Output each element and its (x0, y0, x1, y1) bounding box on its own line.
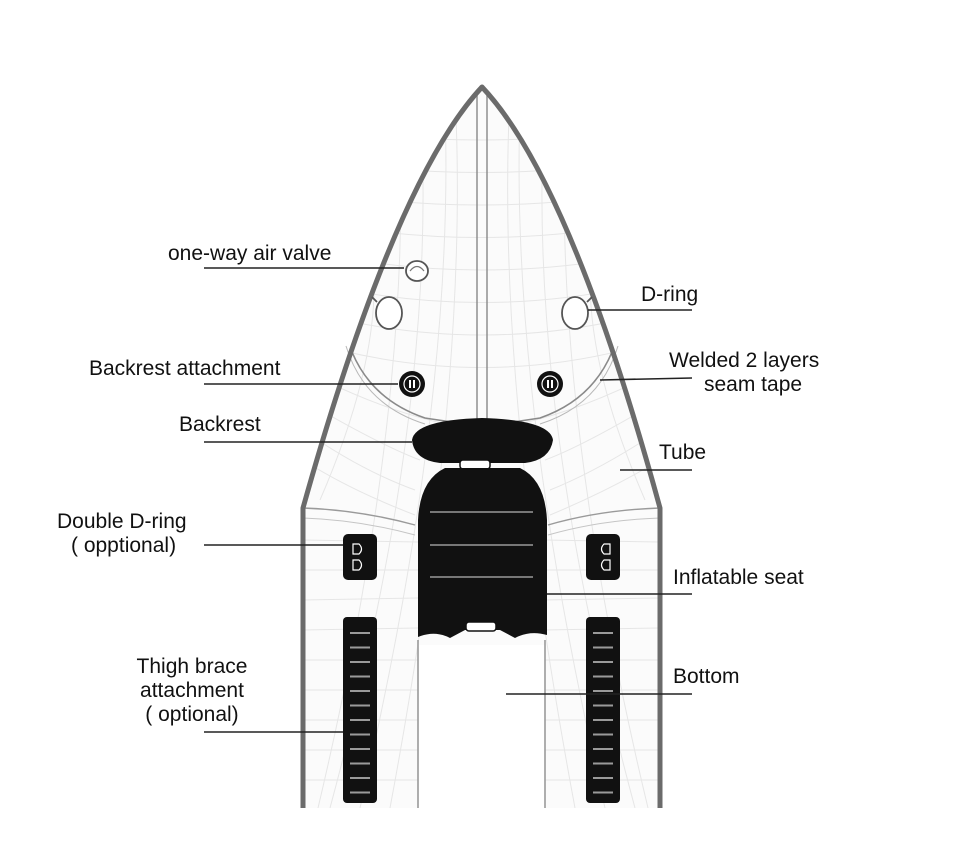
side-seam-left (302, 507, 416, 526)
side-seam-right (547, 507, 661, 526)
backrest-attachment-left-icon (399, 371, 425, 397)
backrest-shape (412, 418, 553, 463)
thigh-brace-right-icon (586, 617, 620, 803)
attach-left-bar1 (409, 380, 411, 388)
attach-right-bar2 (551, 380, 553, 388)
thigh-brace-right-ribs (593, 632, 613, 794)
label-backrest-attachment: Backrest attachment (89, 357, 281, 380)
d-ring-left-icon (375, 296, 403, 330)
label-tube: Tube (659, 441, 707, 464)
thigh-brace-left-icon (343, 617, 377, 803)
side-seam-left-2 (302, 517, 416, 536)
backrest-buckle (459, 459, 491, 470)
backrest-attachment-right-ring (541, 375, 559, 393)
label-backrest: Backrest (179, 413, 261, 436)
double-d-ring-right-d2 (600, 559, 611, 571)
label-thigh-brace-1: Thigh brace (136, 655, 248, 678)
label-double-d-ring-2: ( opptional) (71, 534, 177, 557)
label-inflatable-seat: Inflatable seat (673, 566, 804, 589)
d-ring-left-tab (371, 296, 378, 303)
d-ring-right-tab (586, 296, 593, 303)
double-d-ring-right-icon (586, 534, 620, 580)
thigh-brace-left-ribs (350, 632, 370, 794)
double-d-ring-left-d2 (352, 559, 363, 571)
air-valve-detail (409, 265, 425, 272)
label-thigh-brace-3: ( optional) (145, 703, 239, 726)
hull-outline (300, 84, 663, 808)
inflatable-seat-shape (418, 468, 547, 638)
label-bottom: Bottom (673, 665, 740, 688)
leader-lines (204, 267, 693, 733)
d-ring-right-icon (561, 296, 589, 330)
seat-buckle (465, 621, 497, 632)
leader-seam-tape (599, 377, 693, 381)
backrest-attachment-left-ring (403, 375, 421, 393)
label-d-ring: D-ring (641, 283, 699, 306)
air-valve-icon (405, 260, 429, 282)
label-welded-1: Welded 2 layers (669, 349, 820, 372)
label-welded-2: seam tape (704, 373, 803, 396)
attach-right-bar1 (547, 380, 549, 388)
double-d-ring-right-d1 (600, 543, 611, 555)
double-d-ring-left-d1 (352, 543, 363, 555)
attach-left-bar2 (413, 380, 415, 388)
label-air-valve: one-way air valve (168, 242, 332, 265)
double-d-ring-left-icon (343, 534, 377, 580)
label-double-d-ring-1: Double D-ring (57, 510, 187, 533)
label-thigh-brace-2: attachment (140, 679, 244, 702)
side-seam-right-2 (547, 517, 661, 536)
backrest-attachment-right-icon (537, 371, 563, 397)
